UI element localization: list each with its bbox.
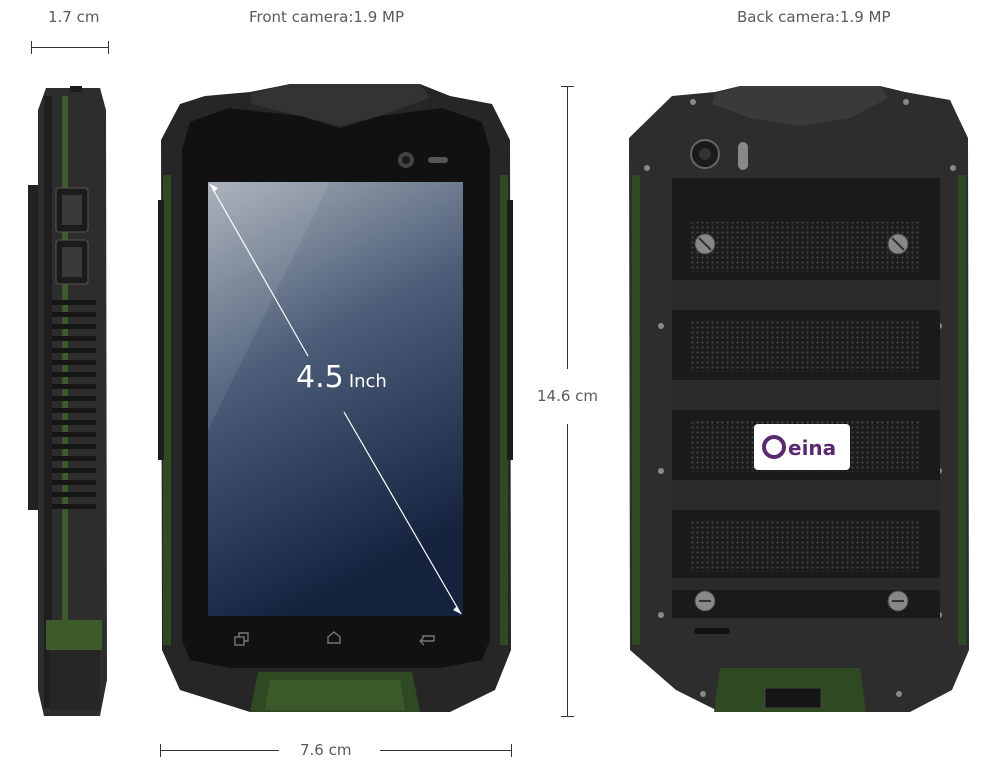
brand-logo [754,424,850,470]
screen-size-unit: Inch [348,371,387,392]
height-tick-bottom [561,716,574,717]
front-camera-label: Front camera:1.9 MP [249,8,405,26]
phone-side-view [28,86,107,716]
back-camera-label: Back camera:1.9 MP [737,8,891,26]
brand-name: eina [788,436,836,460]
thickness-dimension-line [31,47,109,48]
height-dimension-line-top [567,86,568,369]
recent-apps-icon [234,632,249,646]
height-tick-top [561,86,574,87]
height-label: 14.6 cm [537,387,599,405]
height-dimension-line-bottom [567,424,568,716]
screen-size-value: 4.5 [296,360,344,395]
width-dimension-line-left [160,750,279,751]
thickness-label: 1.7 cm [48,8,100,26]
width-tick-right [511,744,512,757]
back-icon [419,635,435,646]
phone-back-view: eina [629,86,969,712]
home-icon [327,631,341,644]
width-tick-left [160,744,161,757]
phone-front-view [158,84,513,712]
width-label: 7.6 cm [300,741,352,759]
width-dimension-line-right [380,750,512,751]
screen-size-label: 4.5 Inch [296,360,387,395]
thickness-tick-left [31,41,32,54]
thickness-tick-right [108,41,109,54]
